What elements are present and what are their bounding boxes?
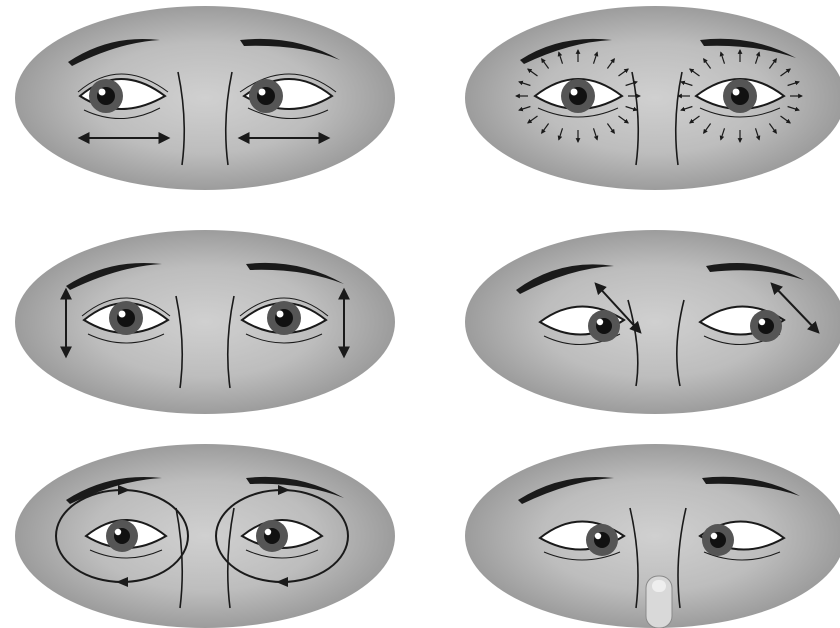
panel-massage (465, 6, 840, 190)
panel-diagonal (465, 230, 840, 414)
panel-horizontal (15, 6, 395, 190)
face-background (465, 6, 840, 190)
face-background (15, 444, 395, 628)
face-background (15, 230, 395, 414)
finger (646, 576, 672, 628)
panel-focus-finger (465, 444, 840, 628)
face-background (15, 6, 395, 190)
panel-vertical (15, 230, 395, 414)
panel-circular (15, 444, 395, 628)
face-background (465, 230, 840, 414)
